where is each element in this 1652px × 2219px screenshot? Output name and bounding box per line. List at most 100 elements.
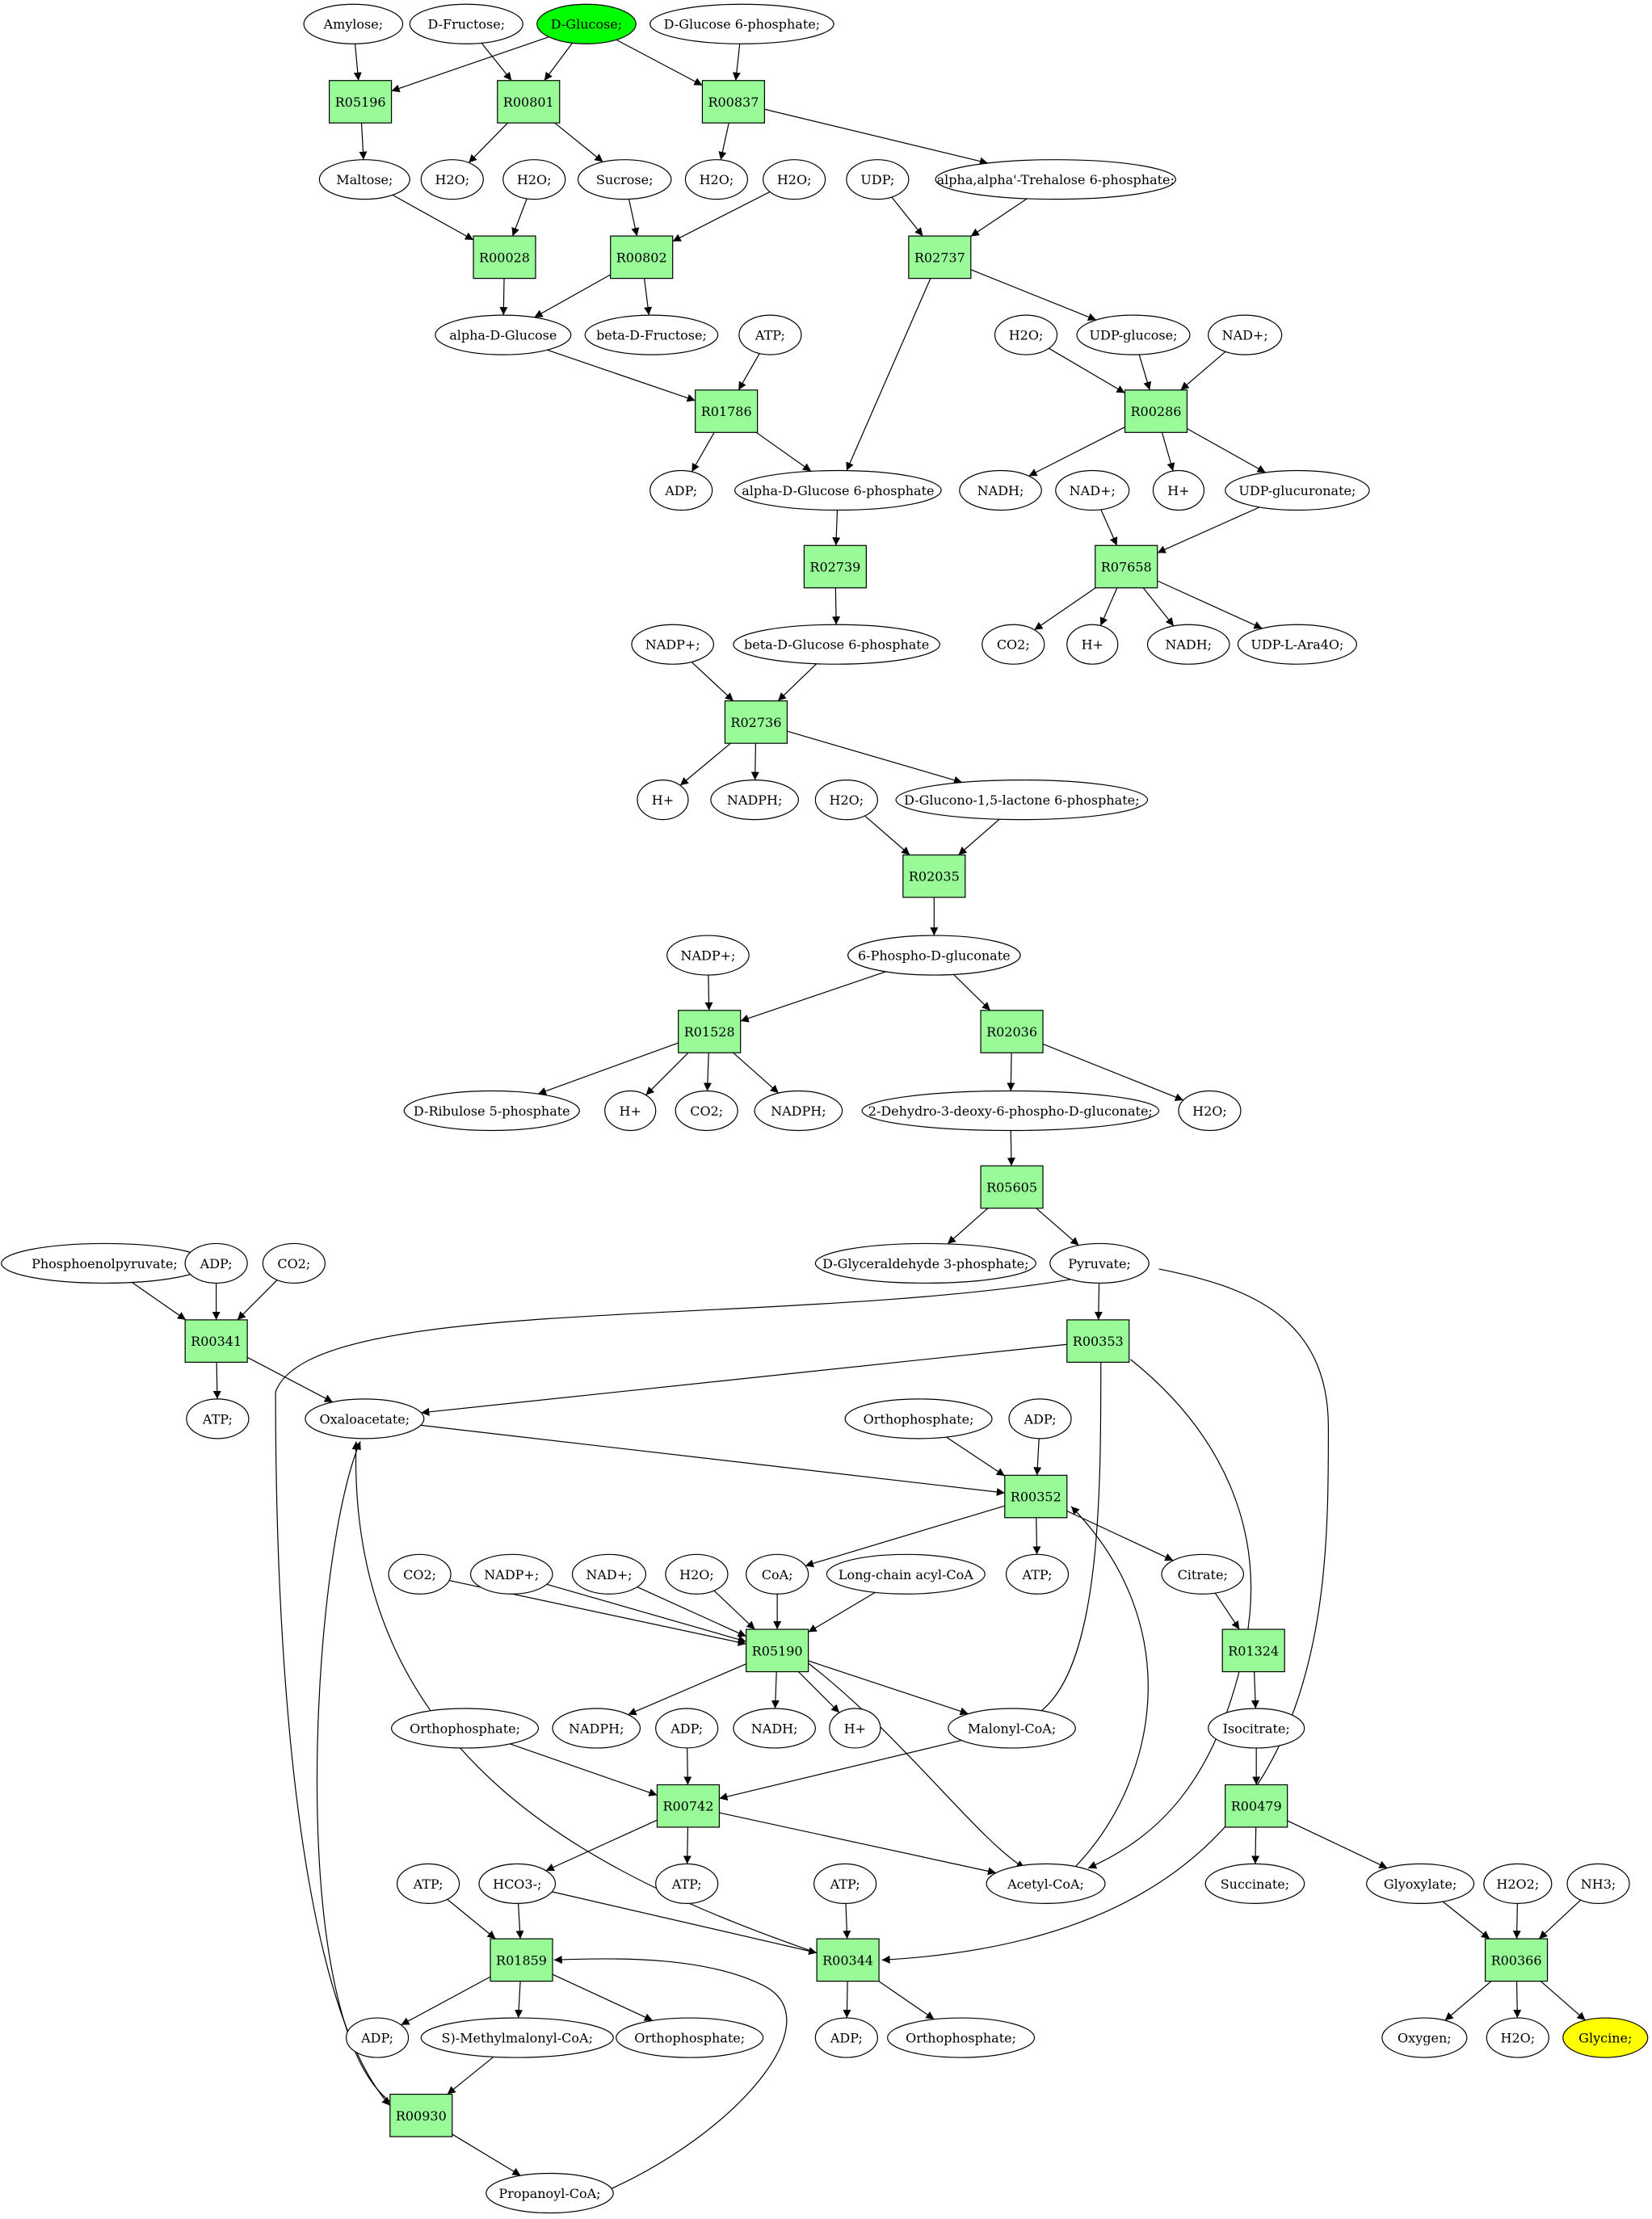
reaction-label: R00930	[396, 2108, 447, 2124]
reaction-box	[329, 80, 393, 124]
edge-h2o_e-to-R00286	[1049, 347, 1125, 393]
metabolite-label: H2O;	[679, 1567, 714, 1582]
metabolite-ellipse	[733, 624, 940, 665]
metabolite-atp-d: ATP;	[655, 1863, 719, 1904]
reaction-label: R00352	[1011, 1490, 1061, 1505]
reaction-box	[1225, 1784, 1288, 1828]
metabolite-ellipse	[649, 469, 713, 511]
reaction-label: R01859	[496, 1952, 547, 1968]
metabolite-ellipse	[813, 1863, 877, 1904]
edge-R00801-to-h2o_a	[468, 122, 508, 163]
metabolite-ellipse	[1008, 1398, 1072, 1439]
metabolite-label: HCO3-;	[493, 1876, 541, 1892]
reaction-label: R02035	[909, 869, 960, 885]
reaction-r00344: R00344	[816, 1938, 880, 1982]
edge-R00930-to-oxaloacetate	[316, 1441, 397, 2107]
metabolite-ellipse	[1237, 624, 1357, 665]
metabolite-label: Malonyl-CoA;	[968, 1721, 1056, 1736]
edge-h2o_f-to-R02035	[864, 815, 910, 855]
metabolite-adp-d: ADP;	[655, 1708, 719, 1749]
edge-R00353-to-oxaloacetate	[421, 1343, 1067, 1416]
reaction-box	[1004, 1474, 1068, 1519]
reaction-label: R01786	[701, 404, 752, 419]
edge-R05196-to-maltose	[359, 123, 368, 160]
reaction-r07658: R07658	[1095, 544, 1158, 589]
metabolite-ellipse	[1161, 1553, 1245, 1595]
metabolite-label: ATP;	[755, 328, 785, 343]
edge-R02736-to-dglucono	[787, 730, 963, 784]
metabolite-nadp-a: NADP+;	[631, 624, 715, 665]
metabolite-ellipse	[536, 3, 637, 44]
metabolite-dfructose: D-Fructose;	[409, 3, 523, 44]
reaction-r01324: R01324	[1221, 1629, 1285, 1673]
metabolite-label: Acetyl-CoA;	[1007, 1876, 1084, 1892]
metabolite-label: H+	[652, 792, 674, 808]
metabolite-ellipse	[829, 1708, 881, 1749]
metabolite-ellipse	[1146, 624, 1230, 665]
metabolite-ellipse	[846, 159, 910, 200]
metabolite-dglucono: D-Glucono-1,5-lactone 6-phosphate;	[895, 780, 1149, 821]
edge-R00344-to-oxaloacetate	[351, 1441, 818, 1954]
edge-R00802-to-bdfructose	[643, 278, 653, 316]
reaction-box	[980, 1165, 1044, 1209]
metabolite-ellipse	[655, 1708, 719, 1749]
edge-nad_c-to-R05190	[637, 1587, 746, 1637]
metabolite-bdfructose: beta-D-Fructose;	[584, 314, 719, 355]
metabolite-ellipse	[469, 1553, 553, 1595]
reaction-label: R00344	[822, 1952, 873, 1968]
edge-udp-to-R02737	[891, 196, 923, 237]
reaction-box	[816, 1938, 880, 1982]
metabolite-label: alpha-D-Glucose	[449, 328, 557, 343]
metabolite-label: H+	[1167, 483, 1189, 498]
metabolite-adp-e: ADP;	[345, 2017, 410, 2058]
edge-R00352-to-atp_c	[1032, 1517, 1041, 1555]
reaction-box	[695, 389, 759, 433]
metabolite-label: Citrate;	[1178, 1567, 1228, 1582]
reaction-label: R00837	[708, 95, 759, 110]
edge-atp_a-to-R01786	[738, 353, 760, 391]
edge-R07658-to-nadh_b	[1142, 587, 1175, 627]
metabolite-label: H+	[620, 1103, 641, 1119]
reaction-label: R00801	[503, 95, 554, 110]
metabolite-ellipse	[733, 1708, 816, 1749]
metabolite-ellipse	[861, 1090, 1160, 1132]
reaction-label: R00353	[1073, 1334, 1124, 1349]
metabolite-ellipse	[345, 2017, 410, 2058]
metabolite-ellipse	[754, 1090, 843, 1132]
edge-nadp_c-to-R05190	[546, 1583, 746, 1644]
edge-methylmalonyl-to-R00930	[447, 2056, 494, 2095]
edge-glyoxylate-to-R00366	[1442, 1901, 1490, 1940]
metabolite-ellipse	[1208, 314, 1283, 355]
metabolite-ellipse	[710, 780, 799, 821]
metabolite-ellipse	[1152, 469, 1205, 511]
metabolite-label: NH3;	[1581, 1876, 1616, 1892]
metabolite-ellipse	[1049, 1242, 1150, 1284]
reaction-box	[1095, 544, 1158, 589]
edge-udpglucuronate-to-R07658	[1157, 506, 1260, 553]
metabolite-ellipse	[886, 2017, 1036, 2058]
edge-R00341-to-oxaloacetate	[246, 1356, 334, 1403]
metabolite-atp-e: ATP;	[396, 1863, 460, 1904]
metabolite-ellipse	[486, 2172, 614, 2214]
reaction-box	[473, 235, 536, 279]
edge-R05190-to-malonylcoa	[808, 1660, 969, 1716]
metabolite-label: beta-D-Fructose;	[596, 328, 707, 343]
metabolite-label: Glyoxylate;	[1384, 1876, 1457, 1892]
edge-adglucose-to-R01786	[547, 349, 696, 402]
metabolite-h2o-f: H2O;	[814, 780, 878, 821]
metabolite-label: CO2;	[690, 1103, 723, 1119]
metabolite-hplus-c: H+	[637, 780, 689, 821]
reaction-r05196: R05196	[329, 80, 393, 124]
metabolite-sucrose: Sucrose;	[577, 159, 672, 200]
reaction-r02739: R02739	[803, 544, 867, 589]
metabolite-atp-c: ATP;	[1005, 1553, 1070, 1595]
metabolite-ellipse	[675, 1090, 738, 1132]
edge-R01786-to-adp_a	[691, 432, 715, 473]
metabolite-ellipse	[948, 1708, 1076, 1749]
reaction-label: R00341	[191, 1334, 242, 1349]
edge-nad_a-to-R00286	[1180, 351, 1226, 391]
edge-R00837-to-trehalose6p	[764, 108, 989, 166]
metabolite-label: Sucrose;	[596, 172, 654, 187]
metabolite-label: ADP;	[1024, 1411, 1057, 1427]
